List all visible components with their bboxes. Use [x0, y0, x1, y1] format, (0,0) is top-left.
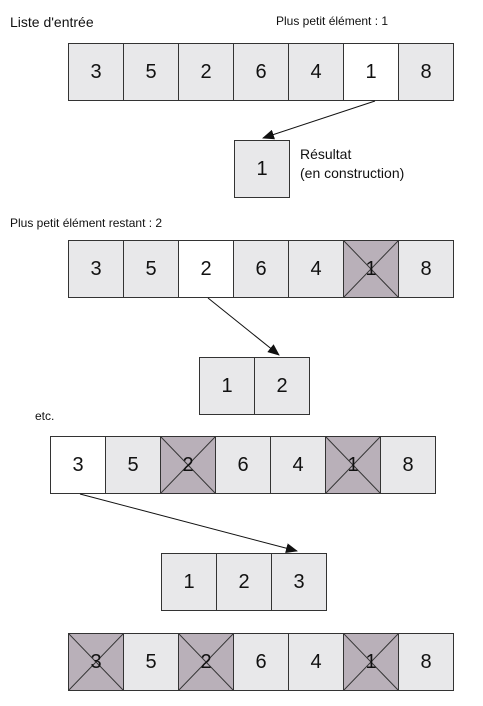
- arrow-2: [207, 297, 280, 356]
- highlighted-cell: 2: [178, 240, 234, 298]
- arrow-1: [262, 100, 376, 140]
- cell: 5: [123, 43, 179, 101]
- result-cell: 2: [254, 357, 310, 415]
- cell: 5: [123, 633, 179, 691]
- result-label: Résultat: [300, 146, 352, 162]
- crossed-cell: 3: [68, 633, 124, 691]
- input-list-row-4: 3 5 2 6 4 1 8: [68, 633, 454, 691]
- cell: 2: [178, 43, 234, 101]
- cell: 8: [398, 633, 454, 691]
- smallest-element-label: Plus petit élément : 1: [276, 14, 389, 28]
- cell: 8: [398, 43, 454, 101]
- cell: 6: [233, 43, 289, 101]
- input-list-row-1: 3 5 2 6 4 1 8: [68, 43, 454, 101]
- crossed-cell: 2: [160, 436, 216, 494]
- cross-icon: [179, 634, 233, 690]
- result-cell: 2: [216, 553, 272, 611]
- smallest-remaining-label: Plus petit élément restant : 2: [10, 216, 163, 230]
- result-row-1: 1: [234, 140, 290, 198]
- cross-icon: [69, 634, 123, 690]
- cell: 8: [380, 436, 436, 494]
- arrow-3: [79, 493, 298, 554]
- cell: 4: [270, 436, 326, 494]
- crossed-cell: 1: [343, 633, 399, 691]
- cell: 3: [68, 240, 124, 298]
- cell: 4: [288, 43, 344, 101]
- input-list-row-2: 3 5 2 6 4 1 8: [68, 240, 454, 298]
- crossed-cell: 2: [178, 633, 234, 691]
- crossed-cell: 1: [325, 436, 381, 494]
- cell: 4: [288, 240, 344, 298]
- result-cell: 3: [271, 553, 327, 611]
- cross-icon: [161, 437, 215, 493]
- cell: 8: [398, 240, 454, 298]
- cross-icon: [326, 437, 380, 493]
- cell: 5: [105, 436, 161, 494]
- result-cell: 1: [199, 357, 255, 415]
- etc-label: etc.: [35, 409, 55, 423]
- input-list-label: Liste d'entrée: [10, 14, 94, 30]
- cell: 6: [233, 633, 289, 691]
- cell: 5: [123, 240, 179, 298]
- input-list-row-3: 3 5 2 6 4 1 8: [50, 436, 436, 494]
- result-sublabel: (en construction): [300, 165, 405, 181]
- result-cell: 1: [234, 140, 290, 198]
- result-row-2: 1 2: [199, 357, 310, 415]
- cross-icon: [344, 634, 398, 690]
- cell: 3: [68, 43, 124, 101]
- result-row-3: 1 2 3: [161, 553, 327, 611]
- cross-icon: [344, 241, 398, 297]
